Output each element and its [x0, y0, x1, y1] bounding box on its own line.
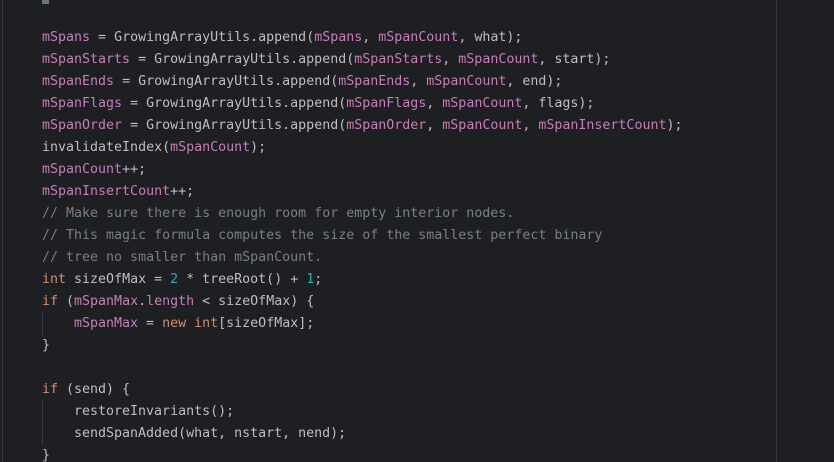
code-token: int	[42, 272, 67, 287]
code-area[interactable]: mSpans = GrowingArrayUtils.append(mSpans…	[42, 27, 682, 462]
code-token: mSpanMax	[74, 316, 139, 331]
code-token: mSpanFlags	[42, 96, 123, 111]
code-token: ++;	[122, 162, 147, 177]
code-token: = GrowingArrayUtils.append(	[114, 74, 339, 89]
code-line[interactable]: mSpanOrder = GrowingArrayUtils.append(mS…	[42, 115, 682, 137]
code-token: }	[42, 448, 51, 462]
code-token: sendSpanAdded(what, nstart, nend);	[74, 426, 347, 441]
code-token: if	[42, 382, 59, 397]
code-token: (send) {	[58, 382, 131, 397]
code-token: , what);	[458, 30, 523, 45]
code-token: );	[250, 140, 267, 155]
code-token: ,	[426, 118, 443, 133]
code-line[interactable]: // tree no smaller than mSpanCount.	[42, 247, 682, 269]
code-token: mSpanEnds	[338, 74, 411, 89]
code-token: }	[42, 338, 51, 353]
code-token: mSpanInsertCount	[538, 118, 667, 133]
code-token: mSpanEnds	[42, 74, 115, 89]
code-token: new	[162, 316, 187, 331]
code-token: = GrowingArrayUtils.append(	[130, 52, 355, 67]
code-token: ,	[362, 30, 379, 45]
code-line[interactable]: restoreInvariants();	[42, 401, 682, 423]
code-token: ++;	[170, 184, 195, 199]
code-line[interactable]: }	[42, 445, 682, 462]
code-token: ,	[410, 74, 427, 89]
code-token: mSpanCount	[378, 30, 459, 45]
code-token: 2	[170, 272, 179, 287]
indent-guide-if-send	[42, 401, 43, 445]
code-token: mSpanCount	[442, 118, 523, 133]
code-token: int	[194, 316, 219, 331]
code-token: mSpanStarts	[354, 52, 443, 67]
caret-marker	[42, 0, 49, 4]
code-token: mSpanFlags	[346, 96, 427, 111]
code-token: 1	[306, 272, 315, 287]
code-token: mSpans	[42, 30, 91, 45]
code-token: (	[58, 294, 75, 309]
code-token: // tree no smaller than mSpanCount.	[42, 250, 323, 265]
code-token: mSpans	[314, 30, 363, 45]
code-line[interactable]: // This magic formula computes the size …	[42, 225, 682, 247]
code-line[interactable]	[42, 357, 682, 379]
code-line[interactable]: // Make sure there is enough room for em…	[42, 203, 682, 225]
code-token: mSpanCount	[426, 74, 507, 89]
code-token: // Make sure there is enough room for em…	[42, 206, 515, 221]
code-line[interactable]: if (send) {	[42, 379, 682, 401]
right-margin-guide	[776, 0, 777, 462]
code-line[interactable]: if (mSpanMax.length < sizeOfMax) {	[42, 291, 682, 313]
code-token: length	[146, 294, 195, 309]
code-token: mSpanCount	[42, 162, 123, 177]
code-line[interactable]: mSpanCount++;	[42, 159, 682, 181]
code-token: , start);	[538, 52, 611, 67]
code-token: = GrowingArrayUtils.append(	[122, 118, 347, 133]
indent-guide-if-size	[42, 313, 43, 335]
code-line[interactable]: }	[42, 335, 682, 357]
code-line[interactable]: int sizeOfMax = 2 * treeRoot() + 1;	[42, 269, 682, 291]
code-token: mSpanOrder	[346, 118, 427, 133]
code-line[interactable]: sendSpanAdded(what, nstart, nend);	[42, 423, 682, 445]
code-line[interactable]: mSpanMax = new int[sizeOfMax];	[42, 313, 682, 335]
gutter-divider	[2, 0, 3, 462]
code-token: mSpanCount	[442, 96, 523, 111]
code-token: if	[42, 294, 59, 309]
code-token: ,	[522, 118, 539, 133]
code-token	[186, 316, 194, 331]
code-token: mSpanInsertCount	[42, 184, 171, 199]
code-token: sizeOfMax =	[66, 272, 171, 287]
code-token: // This magic formula computes the size …	[42, 228, 603, 243]
code-line[interactable]: invalidateIndex(mSpanCount);	[42, 137, 682, 159]
code-token: , flags);	[522, 96, 595, 111]
code-token: ;	[314, 272, 323, 287]
code-token: * treeRoot() +	[178, 272, 307, 287]
code-token: = GrowingArrayUtils.append(	[122, 96, 347, 111]
code-token: ,	[426, 96, 443, 111]
code-token: ,	[442, 52, 459, 67]
code-token: mSpanOrder	[42, 118, 123, 133]
code-token: mSpanStarts	[42, 52, 131, 67]
code-token: mSpanMax	[74, 294, 139, 309]
code-token: );	[666, 118, 683, 133]
code-token: invalidateIndex(	[42, 140, 171, 155]
code-line[interactable]: mSpans = GrowingArrayUtils.append(mSpans…	[42, 27, 682, 49]
code-token: < sizeOfMax) {	[194, 294, 315, 309]
code-token: , end);	[506, 74, 563, 89]
code-token: =	[138, 316, 163, 331]
code-token: restoreInvariants();	[74, 404, 235, 419]
code-token: .	[138, 294, 147, 309]
code-line[interactable]: mSpanInsertCount++;	[42, 181, 682, 203]
code-line[interactable]: mSpanFlags = GrowingArrayUtils.append(mS…	[42, 93, 682, 115]
code-token: mSpanCount	[458, 52, 539, 67]
code-token: [sizeOfMax];	[218, 316, 315, 331]
code-line[interactable]: mSpanStarts = GrowingArrayUtils.append(m…	[42, 49, 682, 71]
code-token: mSpanCount	[170, 140, 251, 155]
code-token: = GrowingArrayUtils.append(	[90, 30, 315, 45]
code-line[interactable]: mSpanEnds = GrowingArrayUtils.append(mSp…	[42, 71, 682, 93]
